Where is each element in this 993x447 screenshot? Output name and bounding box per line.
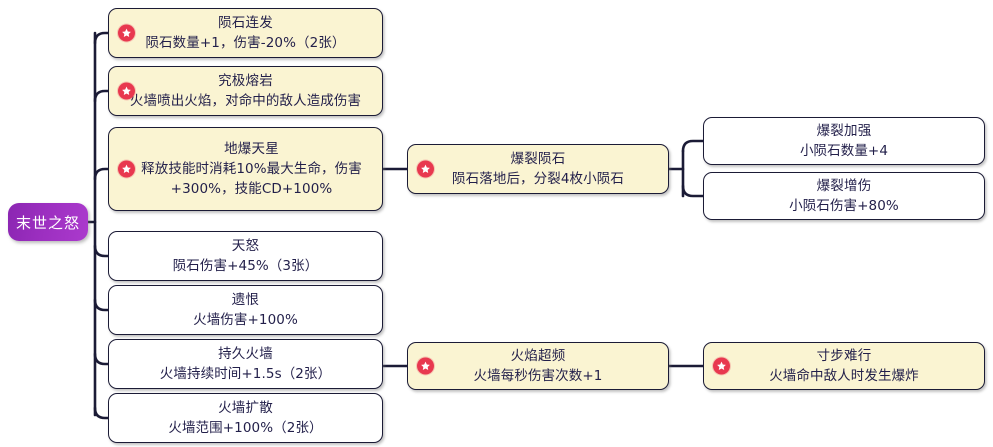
skill-node-title: 持久火墙	[218, 345, 273, 362]
skill-node-ultimate-lava[interactable]: 究极熔岩 火墙喷出火焰，对命中的敌人造成伤害	[108, 66, 383, 116]
skill-node-desc: 小陨石数量+4	[799, 142, 889, 159]
skill-node-firewall-spread[interactable]: 火墙扩散 火墙范围+100%（2张）	[108, 393, 383, 443]
skill-node-body: 爆裂加强 小陨石数量+4	[704, 122, 984, 161]
skill-node-title: 地爆天星	[224, 140, 279, 157]
skill-node-lasting-firewall[interactable]: 持久火墙 火墙持续时间+1.5s（2张）	[108, 339, 383, 389]
skill-node-lingering-hatred[interactable]: 遗恨 火墙伤害+100%	[108, 285, 383, 335]
skill-node-body: 天怒 陨石伤害+45%（3张）	[109, 237, 382, 276]
skill-node-body: 爆裂陨石 陨石落地后，分裂4枚小陨石	[408, 150, 668, 189]
skill-node-body: 火墙扩散 火墙范围+100%（2张）	[109, 399, 382, 438]
skill-node-title: 天怒	[231, 237, 260, 254]
edge-root-to-node-6	[93, 352, 110, 366]
skill-node-heaven-wrath[interactable]: 天怒 陨石伤害+45%（3张）	[108, 231, 383, 281]
skill-node-desc: 火墙持续时间+1.5s（2张）	[159, 365, 332, 382]
skill-node-title: 究极熔岩	[218, 72, 273, 89]
skill-node-title: 火墙扩散	[218, 399, 273, 416]
root-node-label: 末世之怒	[15, 213, 80, 232]
skill-node-body: 持久火墙 火墙持续时间+1.5s（2张）	[109, 345, 382, 384]
skill-node-title: 火焰超频	[510, 347, 566, 364]
edge-root-to-node-1	[93, 31, 110, 45]
star-badge-icon	[713, 357, 730, 375]
skill-node-desc: 陨石伤害+45%（3张）	[172, 257, 319, 274]
skill-node-desc: 火墙每秒伤害次数+1	[473, 367, 603, 384]
skill-node-desc: 火墙伤害+100%	[193, 311, 298, 328]
edge-root-to-node-7	[93, 406, 110, 420]
skill-node-desc: 火墙范围+100%（2张）	[168, 419, 323, 436]
skill-node-desc: 陨石数量+1，伤害-20%（2张）	[145, 34, 346, 51]
skill-node-title: 爆裂陨石	[510, 150, 566, 167]
skill-node-body: 究极熔岩 火墙喷出火焰，对命中的敌人造成伤害	[109, 72, 382, 111]
skill-node-title: 爆裂增伤	[816, 177, 872, 194]
star-badge-icon	[118, 82, 135, 100]
skill-node-title: 寸步难行	[816, 347, 872, 364]
skill-node-flame-overclock[interactable]: 火焰超频 火墙每秒伤害次数+1	[407, 342, 669, 390]
skill-node-body: 地爆天星 释放技能时消耗10%最大生命，伤害+300%，技能CD+100%	[109, 140, 382, 199]
edge-root-to-node-4	[93, 244, 110, 258]
skill-node-title: 遗恨	[231, 291, 260, 308]
star-badge-icon	[118, 24, 135, 42]
skill-node-title: 陨石连发	[218, 14, 273, 31]
edge-node-8-to-node-9	[681, 139, 705, 153]
skill-node-desc: 陨石落地后，分裂4枚小陨石	[452, 170, 624, 187]
skill-node-burst-enhance[interactable]: 爆裂加强 小陨石数量+4	[703, 117, 985, 165]
skill-node-desc: 火墙喷出火焰，对命中的敌人造成伤害	[129, 92, 362, 109]
skill-node-body: 遗恨 火墙伤害+100%	[109, 291, 382, 330]
edge-root-to-node-3	[93, 167, 110, 181]
edge-root-to-node-5	[93, 298, 110, 312]
edge-root-to-node-2	[93, 89, 110, 103]
star-badge-icon	[118, 160, 135, 178]
skill-node-body: 火焰超频 火墙每秒伤害次数+1	[408, 347, 668, 386]
skill-node-desc: 火墙命中敌人时发生爆炸	[769, 367, 919, 384]
skill-node-title: 爆裂加强	[816, 122, 872, 139]
star-badge-icon	[417, 160, 434, 178]
skill-node-hard-to-move[interactable]: 寸步难行 火墙命中敌人时发生爆炸	[703, 342, 985, 390]
skill-node-bursting-meteor[interactable]: 爆裂陨石 陨石落地后，分裂4枚小陨石	[407, 144, 669, 194]
root-node[interactable]: 末世之怒	[8, 203, 88, 241]
edge-node-8-to-node-10	[681, 184, 705, 198]
star-badge-icon	[417, 357, 434, 375]
skill-node-earth-shatter-star[interactable]: 地爆天星 释放技能时消耗10%最大生命，伤害+300%，技能CD+100%	[108, 127, 383, 211]
skill-node-meteor-barrage[interactable]: 陨石连发 陨石数量+1，伤害-20%（2张）	[108, 8, 383, 58]
skill-node-body: 寸步难行 火墙命中敌人时发生爆炸	[704, 347, 984, 386]
skill-node-desc: 小陨石伤害+80%	[789, 197, 899, 214]
skill-node-desc: 释放技能时消耗10%最大生命，伤害+300%，技能CD+100%	[141, 160, 362, 197]
skill-node-body: 陨石连发 陨石数量+1，伤害-20%（2张）	[109, 14, 382, 53]
skill-node-burst-damage-up[interactable]: 爆裂增伤 小陨石伤害+80%	[703, 172, 985, 220]
skill-node-body: 爆裂增伤 小陨石伤害+80%	[704, 177, 984, 216]
